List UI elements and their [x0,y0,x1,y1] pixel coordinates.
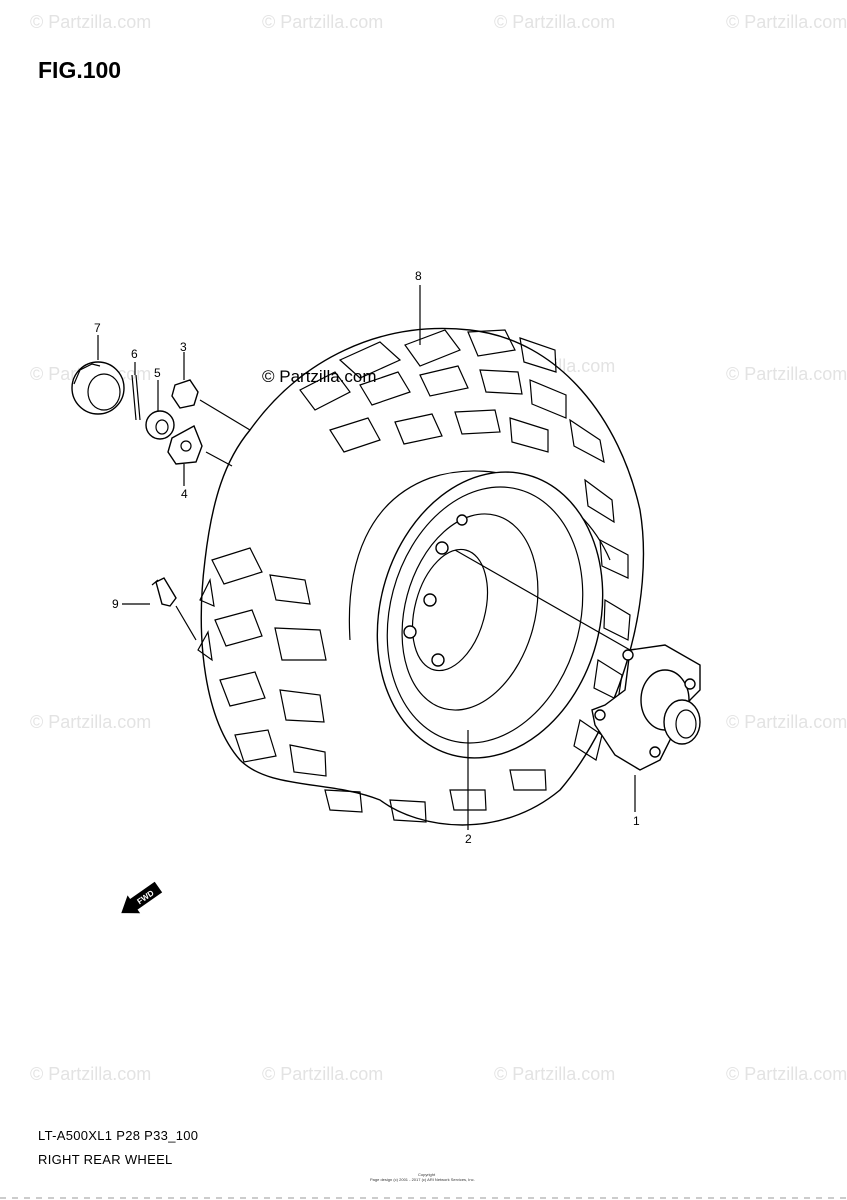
copyright-line1: Copyright [418,1172,436,1177]
watermark: © Partzilla.com [30,712,151,732]
watermark: © Partzilla.com [726,712,847,732]
tread-pattern [197,329,631,823]
watermark: © Partzilla.com [262,1064,383,1084]
nut-illustration [171,379,199,409]
watermark: © Partzilla.com [30,12,151,32]
callout-labels: 1 2 3 4 5 6 7 8 9 [94,269,640,846]
callout-4: 4 [181,487,188,501]
washer-illustration [167,425,203,465]
callout-5: 5 [154,366,161,380]
fwd-arrow-icon: FWD [121,881,163,914]
partzilla-logo: © Partzilla.com [262,367,377,386]
callout-8: 8 [415,269,422,283]
watermark: © Partzilla.com [262,12,383,32]
cotter-pin-illustration [131,374,141,421]
callout-3: 3 [180,340,187,354]
callout-9: 9 [112,597,119,611]
callout-1: 1 [633,814,640,828]
watermark: © Partzilla.com [494,1064,615,1084]
hub-illustration [591,644,701,771]
model-code: LT-A500XL1 P28 P33_100 [38,1128,198,1143]
figure-title: FIG.100 [38,57,121,83]
callout-7: 7 [94,321,101,335]
watermark: © Partzilla.com [494,12,615,32]
watermark: © Partzilla.com [726,1064,847,1084]
callout-2: 2 [465,832,472,846]
castle-nut-illustration [145,410,175,440]
valve-stem-illustration [151,577,177,607]
callout-6: 6 [131,347,138,361]
watermark: © Partzilla.com [726,12,847,32]
watermark: © Partzilla.com [726,364,847,384]
watermark: © Partzilla.com [30,1064,151,1084]
leader-lines [97,285,636,830]
hub-cap-illustration [71,361,125,415]
rim-illustration [376,471,604,759]
copyright-line2: Page design (c) 2001 - 2017 (c) ARI Netw… [370,1177,475,1182]
diagram-caption: RIGHT REAR WHEEL [38,1152,173,1167]
